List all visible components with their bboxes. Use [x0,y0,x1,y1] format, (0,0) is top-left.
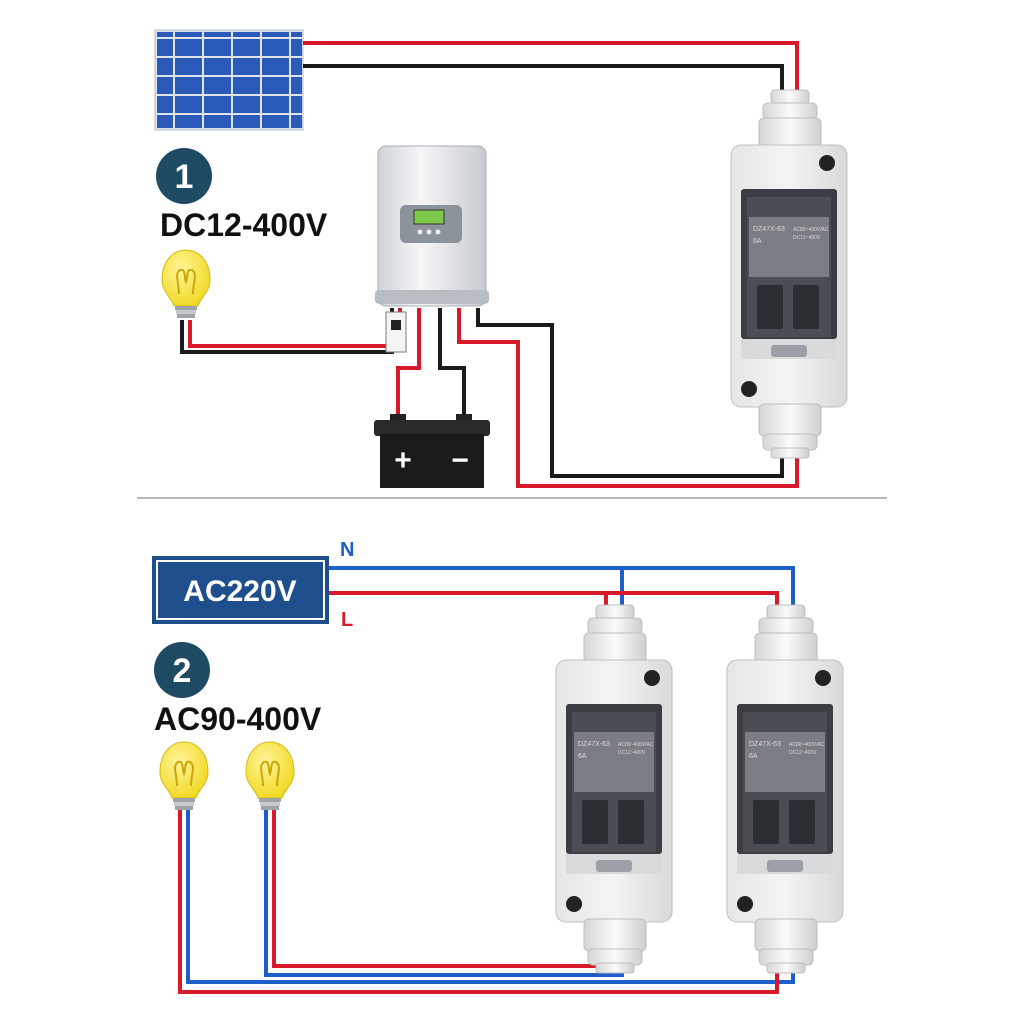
ac-source-box: AC220V [152,556,329,624]
dc-voltage-label: DC12-400V [160,207,328,243]
badge-number-1: 1 [175,158,194,196]
light-bulb-icon [161,249,211,319]
inverter [375,145,489,353]
neutral-label: N [340,539,354,561]
light-bulb-icon [245,741,295,811]
solar-panel [154,29,304,131]
breaker-enclosure-ac-2 [726,604,844,974]
battery-minus-label: − [451,444,469,477]
badge-number-2: 2 [173,652,192,690]
dc-wires [180,41,799,488]
line-label: L [341,609,353,631]
step-badge-1: 1 [156,148,212,204]
ac-source-label: AC220V [183,575,296,608]
step-badge-2: 2 [154,642,210,698]
breaker-enclosure-dc [730,89,848,459]
battery-plus-label: + [394,444,412,477]
battery: + − [374,414,490,488]
light-bulb-icon [159,741,209,811]
ac-voltage-label: AC90-400V [154,701,322,737]
breaker-enclosure-ac-1 [555,604,673,974]
